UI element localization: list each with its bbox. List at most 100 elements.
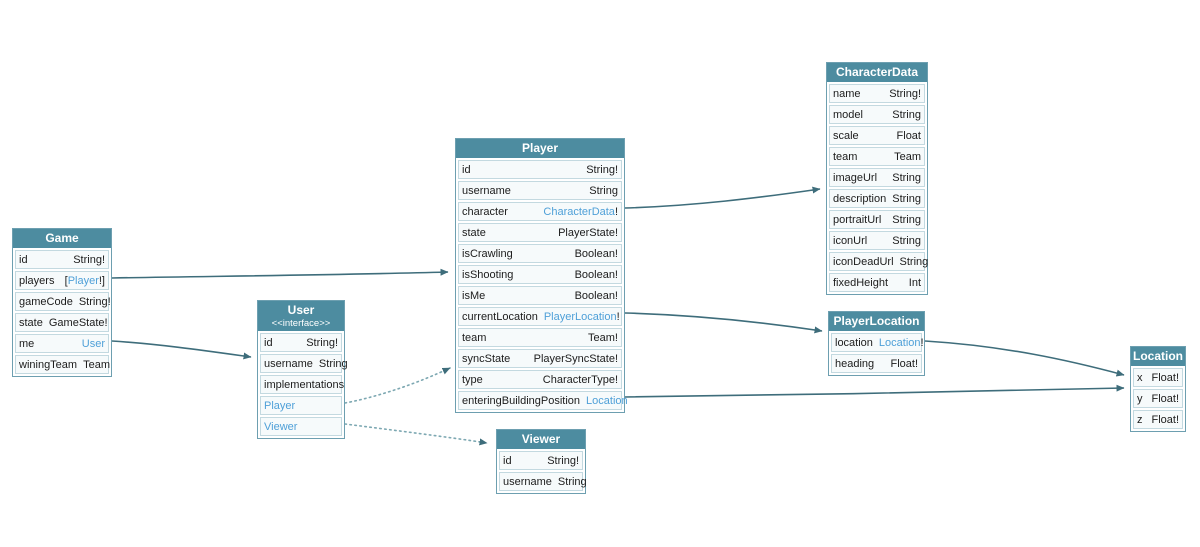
table-title: PlayerLocation [833, 314, 920, 328]
field-name: enteringBuildingPosition [462, 394, 581, 407]
table-header[interactable]: Game [13, 229, 111, 248]
field-type: Team [83, 359, 110, 371]
type-text: String [557, 475, 587, 488]
table-header[interactable]: User<<interface>> [258, 301, 344, 331]
field-name: state [462, 226, 486, 239]
type-text: String [892, 213, 921, 226]
field-type: CharacterType! [543, 374, 618, 386]
type-text: ! [614, 205, 618, 218]
table-header[interactable]: Player [456, 139, 624, 158]
field-type: Team [894, 151, 921, 163]
field-name: x [1137, 371, 1143, 384]
type-ref-link[interactable]: User [81, 337, 105, 350]
field-type: Boolean! [575, 248, 618, 260]
field-row: enteringBuildingPosition Location [458, 391, 628, 410]
type-text: Float! [1151, 371, 1179, 384]
field-name: model [833, 108, 863, 121]
type-text: String! [586, 163, 618, 176]
field-type: String [589, 185, 618, 197]
edge-game-me-to-user [111, 340, 252, 360]
field-name: portraitUrl [833, 213, 882, 226]
field-type: PlayerLocation! [544, 311, 620, 323]
type-text: [ [64, 274, 68, 287]
field-type: String [892, 109, 921, 121]
field-type: Int [909, 277, 921, 289]
field-type: PlayerSyncState! [534, 353, 618, 365]
type-text: String! [889, 87, 921, 100]
table-header[interactable]: PlayerLocation [829, 312, 924, 331]
field-row: players[Player!] [15, 271, 109, 290]
type-text: String! [306, 336, 338, 349]
type-ref-link[interactable]: PlayerLocation [543, 310, 617, 323]
field-type: GameState! [49, 317, 108, 329]
field-type: CharacterData! [543, 206, 618, 218]
field-type: String! [73, 254, 105, 266]
field-row: winingTeam Team [15, 355, 110, 374]
field-type: Float! [890, 358, 918, 370]
table-title: Player [521, 141, 559, 155]
field-type: String [892, 193, 921, 205]
field-type: Float! [1151, 393, 1179, 405]
table-title: User [287, 303, 315, 317]
field-row: Viewer [260, 417, 342, 436]
type-ref-link[interactable]: Location [586, 394, 628, 407]
type-ref-link[interactable]: CharacterData [543, 205, 615, 218]
field-row: currentLocation PlayerLocation! [458, 307, 622, 326]
field-type: Boolean! [575, 290, 618, 302]
field-name-link[interactable]: Viewer [264, 420, 298, 433]
field-name: gameCode [19, 295, 73, 308]
type-text: String! [73, 253, 105, 266]
field-name: isShooting [462, 268, 514, 281]
field-name: id [264, 336, 273, 349]
table-header[interactable]: Location [1131, 347, 1185, 366]
field-type: Float [897, 130, 921, 142]
type-text: Team! [588, 331, 618, 344]
field-type: PlayerState! [558, 227, 618, 239]
field-row: id String! [260, 333, 342, 352]
field-name: team [462, 331, 487, 344]
edge-player-currentlocation-to-playerlocation [624, 312, 823, 334]
table-title: Location [1133, 349, 1183, 363]
table-header[interactable]: Viewer [497, 430, 585, 449]
field-name: imageUrl [833, 171, 878, 184]
field-type: Float! [1151, 414, 1179, 426]
table-header[interactable]: CharacterData [827, 63, 927, 82]
field-name: id [19, 253, 28, 266]
field-name: location [835, 336, 873, 349]
field-name: username [462, 184, 511, 197]
field-type: User [82, 338, 105, 350]
field-name: winingTeam [19, 358, 78, 371]
edge-user-viewer-to-viewer [344, 423, 488, 446]
field-type: Team! [588, 332, 618, 344]
type-ref-link[interactable]: Player [67, 274, 99, 287]
field-type: Location [586, 395, 628, 407]
field-type: String! [889, 88, 921, 100]
type-text: Team [83, 358, 110, 371]
field-name: name [833, 87, 861, 100]
field-name: currentLocation [462, 310, 538, 323]
field-type: String [892, 214, 921, 226]
field-name-link[interactable]: Player [264, 399, 296, 412]
field-name: players [19, 274, 55, 287]
field-name: y [1137, 392, 1143, 405]
edge-game-players-to-player [111, 268, 449, 279]
type-ref-link[interactable]: Location [878, 336, 921, 349]
field-type: String [558, 476, 587, 488]
field-row: x Float! [1133, 368, 1183, 387]
field-type: String! [547, 455, 579, 467]
type-text: ! [920, 336, 924, 349]
table-title: Viewer [521, 432, 561, 446]
